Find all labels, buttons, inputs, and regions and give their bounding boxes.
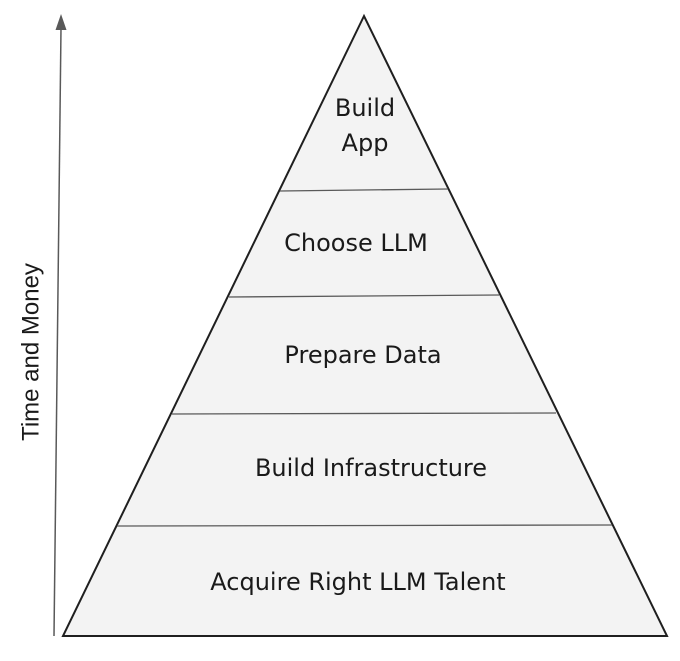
layer-choose-llm: Choose LLM <box>284 229 428 257</box>
layer-divider <box>279 188 449 192</box>
layer-label: Build Infrastructure <box>255 454 487 482</box>
axis-line <box>53 27 62 637</box>
layer-label: App <box>342 129 389 157</box>
axis-arrowhead <box>55 14 67 30</box>
layer-label: Acquire Right LLM Talent <box>210 568 505 596</box>
layer-divider <box>116 524 613 527</box>
layer-build-infrastructure: Build Infrastructure <box>255 454 487 482</box>
layer-divider <box>228 294 500 298</box>
axis-label: Time and Money <box>17 263 44 441</box>
layer-acquire-talent: Acquire Right LLM Talent <box>210 568 505 596</box>
axis-arrow <box>53 14 67 637</box>
layer-label: Prepare Data <box>284 341 441 369</box>
layer-label: Build <box>335 94 395 122</box>
layer-label: Choose LLM <box>284 229 428 257</box>
layer-prepare-data: Prepare Data <box>284 341 441 369</box>
layer-build-app: Build App <box>335 94 395 157</box>
pyramid-triangle <box>61 13 669 637</box>
layer-divider <box>171 412 557 415</box>
